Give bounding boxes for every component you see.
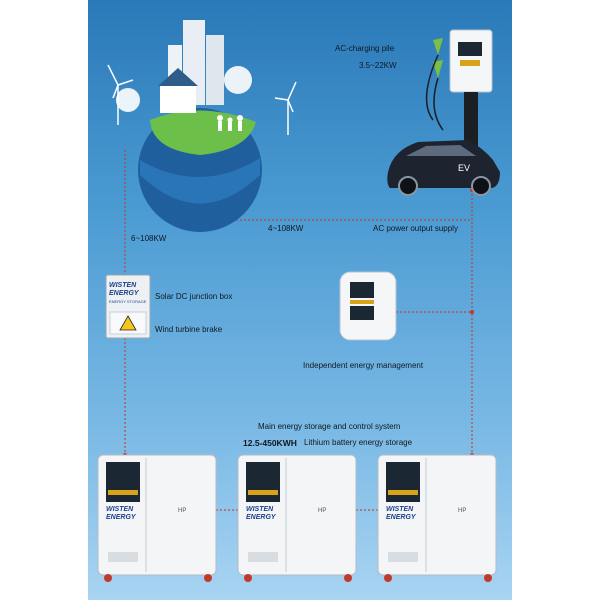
- energy-mgmt-label: Independent energy management: [303, 361, 424, 370]
- car-icon: [387, 140, 500, 196]
- ev-label: EV: [458, 163, 471, 173]
- people-icon: [217, 115, 243, 131]
- cabinet-brand-3: WISTEN: [386, 506, 414, 513]
- mid-power-label: 4~108KW: [268, 224, 304, 233]
- storage-cabinet: [97, 454, 217, 582]
- main-system-label: Main energy storage and control system: [258, 422, 401, 431]
- wind-turbine-icon: [107, 64, 297, 135]
- ac-power-label: 3.5~22KW: [359, 61, 397, 70]
- ac-pile-label: AC-charging pile: [335, 44, 395, 53]
- capacity-label: 12.5-450KWH: [243, 438, 297, 448]
- energy-management-device: [339, 271, 397, 341]
- cabinet-brand-3b: ENERGY: [386, 514, 416, 521]
- solar-power-label: 6~108KW: [131, 234, 167, 243]
- cabinet-brand-1: WISTEN: [106, 506, 134, 513]
- cabinet-model-3: HP: [458, 508, 467, 514]
- wind-brake-label: Wind turbine brake: [155, 325, 223, 334]
- ac-output-label: AC power output supply: [373, 224, 458, 233]
- cabinet-brand-1b: ENERGY: [106, 514, 136, 521]
- dc-box-label: Solar DC junction box: [155, 292, 233, 301]
- eco-earth-illustration: [107, 20, 297, 232]
- brand-line2: ENERGY: [109, 290, 139, 297]
- connection-lines: [97, 20, 500, 582]
- cabinet-model-1: HP: [178, 508, 187, 514]
- cabinet-model-2: HP: [318, 508, 327, 514]
- house-icon: [160, 85, 196, 113]
- brand-line1: WISTEN: [109, 282, 137, 289]
- storage-cabinet: [237, 454, 357, 582]
- warning-icon: [119, 315, 137, 331]
- diagram-panel: WISTEN ENERGY ENERGY STORAGE WISTEN ENER…: [88, 0, 512, 600]
- cabinet-brand-2: WISTEN: [246, 506, 274, 513]
- cabinet-brand-2b: ENERGY: [246, 514, 276, 521]
- solar-panel-icon: [158, 68, 198, 86]
- battery-label: Lithium battery energy storage: [304, 438, 413, 447]
- storage-cabinet: [377, 454, 497, 582]
- brand-sub: ENERGY STORAGE: [109, 299, 147, 304]
- dc-junction-box: [105, 274, 151, 339]
- storage-cabinets: [97, 454, 497, 582]
- connector-dot: [470, 310, 474, 314]
